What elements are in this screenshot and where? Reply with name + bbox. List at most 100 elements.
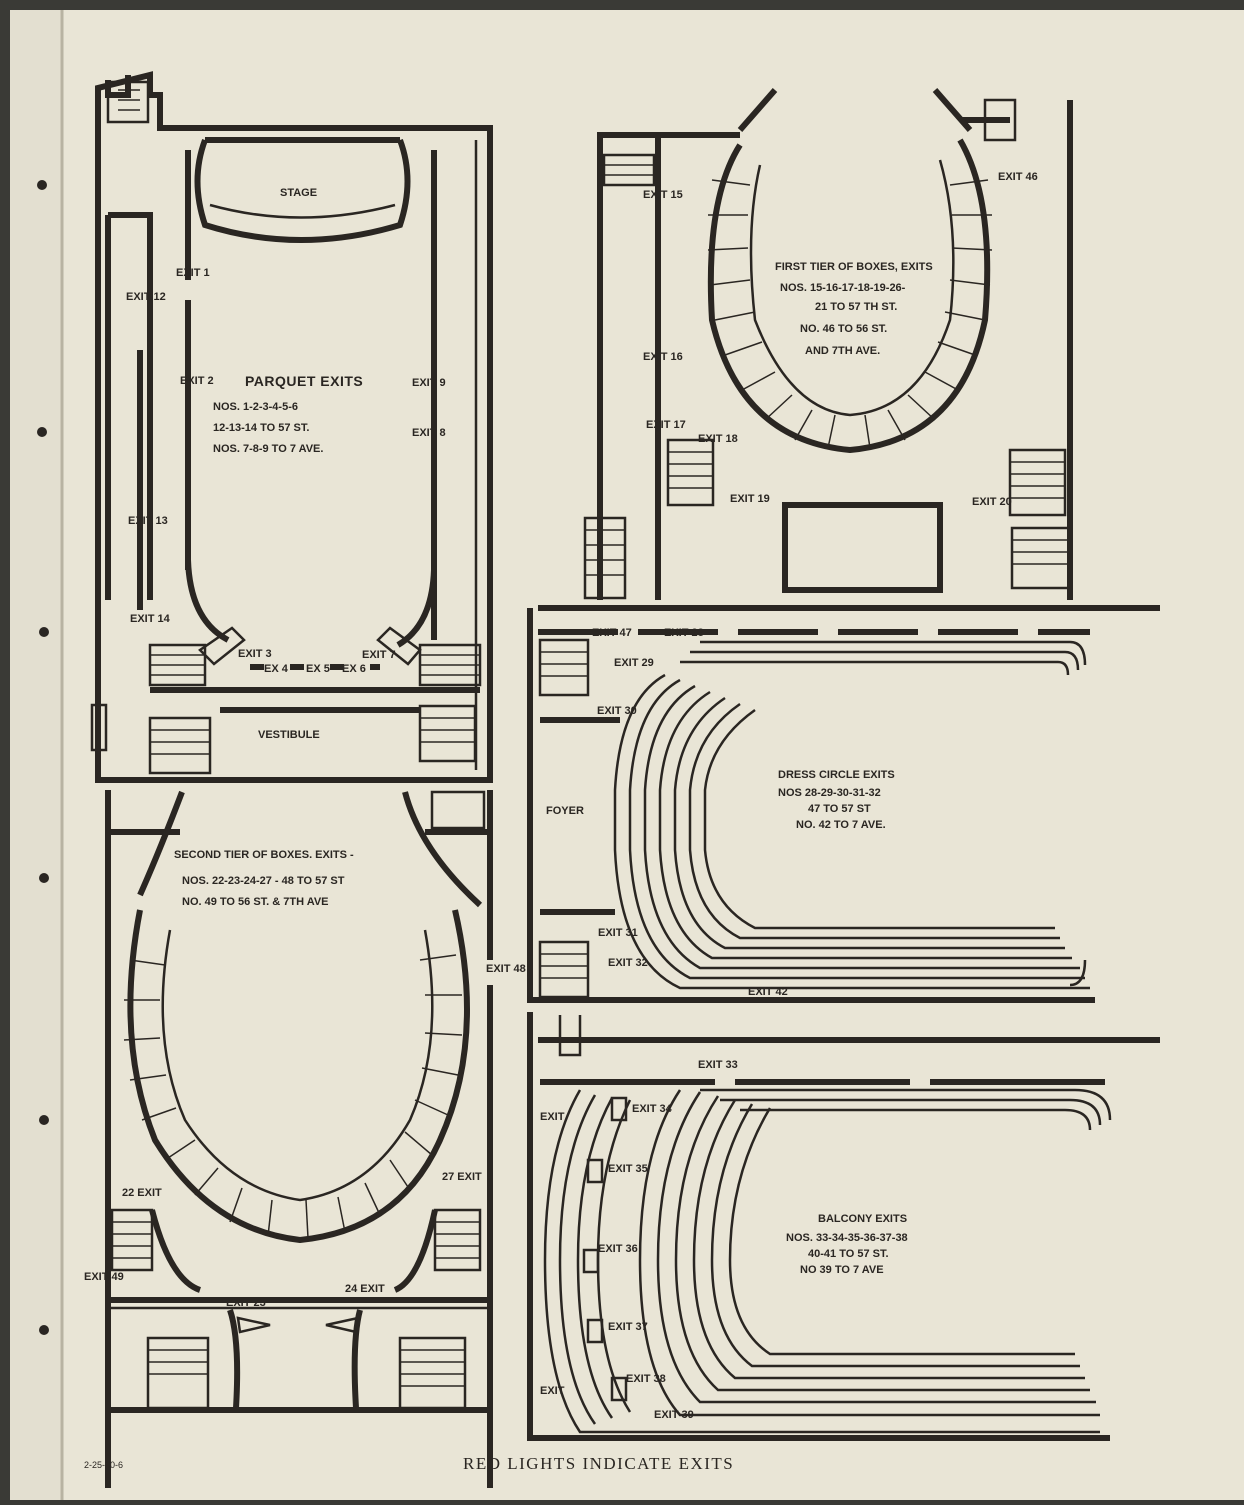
balcony-exit-33: EXIT 33 [698, 1059, 738, 1071]
balcony-exit-a: EXIT [540, 1111, 565, 1123]
first-tier-line-4: AND 7TH AVE. [805, 345, 880, 357]
balcony-exit-36: EXIT 36 [598, 1243, 638, 1255]
stair-block [983, 98, 1017, 142]
stair-block [430, 790, 486, 830]
dress-circle-exit-32: EXIT 32 [608, 957, 648, 969]
first-tier-line-1: NOS. 15-16-17-18-19-26- [780, 282, 906, 294]
stair-block [538, 638, 590, 697]
binding-hole [37, 427, 47, 437]
first-tier-inner-curve [749, 159, 955, 417]
lobby-stairs [198, 626, 422, 666]
dress-circle-exit-47: EXIT 47 [592, 627, 632, 639]
second-tier-plan: SECOND TIER OF BOXES. EXITS - NOS. 22-23… [84, 790, 526, 1488]
stair-block [110, 1208, 154, 1272]
first-tier-exit-15: EXIT 15 [643, 189, 683, 201]
stage [194, 137, 411, 243]
paper-page [62, 10, 1244, 1500]
parquet-exit-3: EXIT 3 [238, 648, 272, 660]
second-tier-lower-curves [149, 1209, 438, 1293]
foyer-label: FOYER [546, 805, 584, 817]
first-tier-box-curve [707, 138, 991, 454]
stair-block [1008, 448, 1067, 517]
side-corridor-wall [105, 212, 153, 600]
balcony-exit-doors [582, 1096, 628, 1402]
second-tier-exit-23: EXIT 23 [226, 1297, 266, 1309]
dress-circle-plan: DRESS CIRCLE EXITS NOS 28-29-30-31-32 47… [527, 605, 1160, 1003]
first-tier-exit-46: EXIT 46 [998, 171, 1038, 183]
parquet-exit-1: EXIT 1 [176, 267, 210, 279]
second-tier-title: SECOND TIER OF BOXES. EXITS - [174, 849, 354, 861]
balcony-stair [558, 1015, 582, 1057]
stair-block [602, 153, 656, 187]
parquet-exit-14: EXIT 14 [130, 613, 171, 625]
dress-circle-rows [613, 640, 1090, 990]
stair-block [148, 716, 212, 775]
second-tier-line-1: NOS. 22-23-24-27 - 48 TO 57 ST [182, 875, 345, 887]
second-tier-box-curve [127, 909, 470, 1244]
dress-circle-exit-42: EXIT 42 [748, 986, 788, 998]
first-tier-exit-16: EXIT 16 [643, 351, 683, 363]
parquet-exit-13: EXIT 13 [128, 515, 168, 527]
footer-caption: RED LIGHTS INDICATE EXITS [463, 1454, 734, 1473]
balcony-exit-35: EXIT 35 [608, 1163, 648, 1175]
parquet-exit-4: EX 4 [264, 663, 289, 675]
first-tier-title: FIRST TIER OF BOXES, EXITS [775, 261, 933, 273]
second-tier-exit-48: EXIT 48 [486, 963, 526, 975]
binding-hole [39, 1325, 49, 1335]
first-tier-plan: FIRST TIER OF BOXES, EXITS NOS. 15-16-17… [583, 88, 1073, 600]
stair-block [1010, 526, 1072, 590]
balcony-exit-37: EXIT 37 [608, 1321, 648, 1333]
parquet-exit-6: EX 6 [342, 663, 366, 675]
stair-block [418, 704, 477, 763]
balcony-exit-38: EXIT 38 [626, 1373, 666, 1385]
first-tier-exit-17: EXIT 17 [646, 419, 686, 431]
parquet-exit-12: EXIT 12 [126, 291, 166, 303]
dress-circle-line-1: NOS 28-29-30-31-32 [778, 787, 881, 799]
balcony-line-3: NO 39 TO 7 AVE [800, 1264, 884, 1276]
binding-holes [37, 180, 49, 1335]
parquet-line-1: NOS. 1-2-3-4-5-6 [213, 401, 298, 413]
balcony-exit-34: EXIT 34 [632, 1103, 673, 1115]
balcony-exit-b: EXIT [540, 1385, 565, 1397]
parquet-exit-9: EXIT 9 [412, 377, 446, 389]
parquet-exit-7: EXIT 7 [362, 649, 396, 661]
box-partitions [123, 954, 463, 1239]
door-left [90, 703, 108, 752]
second-tier-inner-curve [161, 929, 434, 1202]
stair-block [433, 1208, 482, 1272]
dress-circle-exit-29: EXIT 29 [614, 657, 654, 669]
parquet-plan: STAGE PARQUET EXITS NOS. 1-2-3-4-5-6 12-… [90, 71, 493, 783]
balcony-exit-39: EXIT 39 [654, 1409, 694, 1421]
second-tier-stage-walls [137, 790, 483, 908]
first-tier-exit-18: EXIT 18 [698, 433, 738, 445]
first-tier-foyer-block [782, 502, 943, 593]
second-tier-exit-22: 22 EXIT [122, 1187, 162, 1199]
stage-label: STAGE [280, 187, 317, 199]
binding-hole [39, 873, 49, 883]
first-tier-line-2: 21 TO 57 TH ST. [815, 301, 897, 313]
dress-circle-exit-30: EXIT 30 [597, 705, 637, 717]
balcony-line-2: 40-41 TO 57 ST. [808, 1248, 889, 1260]
second-tier-stair-walls [227, 1309, 363, 1409]
stair-block [106, 80, 150, 124]
binding-hole [37, 180, 47, 190]
balcony-line-1: NOS. 33-34-35-36-37-38 [786, 1232, 908, 1244]
second-tier-line-2: NO. 49 TO 56 ST. & 7TH AVE [182, 896, 329, 908]
parquet-line-2: 12-13-14 TO 57 ST. [213, 422, 309, 434]
dress-circle-exit-31: EXIT 31 [598, 927, 638, 939]
binding-hole [39, 1115, 49, 1125]
stair-block [538, 940, 590, 999]
second-tier-outer-wall [105, 790, 493, 1488]
parquet-exit-8: EXIT 8 [412, 427, 446, 439]
parquet-exit-5: EX 5 [306, 663, 330, 675]
parquet-title: PARQUET EXITS [245, 373, 363, 389]
second-tier-exit-27: 27 EXIT [442, 1171, 482, 1183]
pencil-note: 2-25-10-6 [84, 1460, 123, 1470]
first-tier-exit-19: EXIT 19 [730, 493, 770, 505]
parquet-exit-2: EXIT 2 [180, 375, 214, 387]
balcony-plan: BALCONY EXITS NOS. 33-34-35-36-37-38 40-… [527, 1012, 1160, 1441]
vestibule-label: VESTIBULE [258, 729, 320, 741]
second-tier-exit-24: 24 EXIT [345, 1283, 385, 1295]
dress-circle-line-2: 47 TO 57 ST [808, 803, 871, 815]
